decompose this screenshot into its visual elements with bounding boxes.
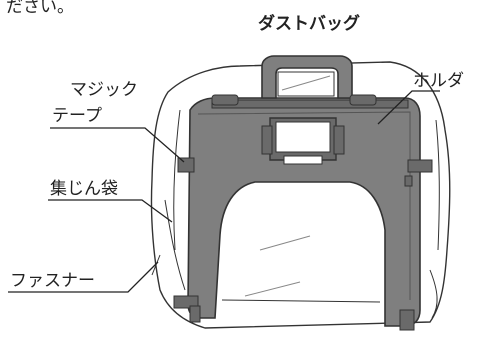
leader-magic-tape xyxy=(50,127,185,163)
label-magic-tape-line1: マジック xyxy=(70,80,138,100)
leader-lines xyxy=(8,90,440,293)
label-fastener: ファスナー xyxy=(10,271,95,291)
leader-fastener xyxy=(8,261,159,293)
partial-instruction-text: ださい。 xyxy=(6,0,74,17)
diagram-title: ダストバッグ xyxy=(258,14,360,34)
holder-shape xyxy=(173,55,433,331)
label-collection-bag: 集じん袋 xyxy=(50,179,118,199)
holder-handle xyxy=(261,55,353,99)
label-magic-tape-line2: テープ xyxy=(52,106,102,126)
leader-collection-bag xyxy=(48,199,173,223)
label-holder: ホルダ xyxy=(413,71,464,91)
leader-holder xyxy=(377,90,440,125)
